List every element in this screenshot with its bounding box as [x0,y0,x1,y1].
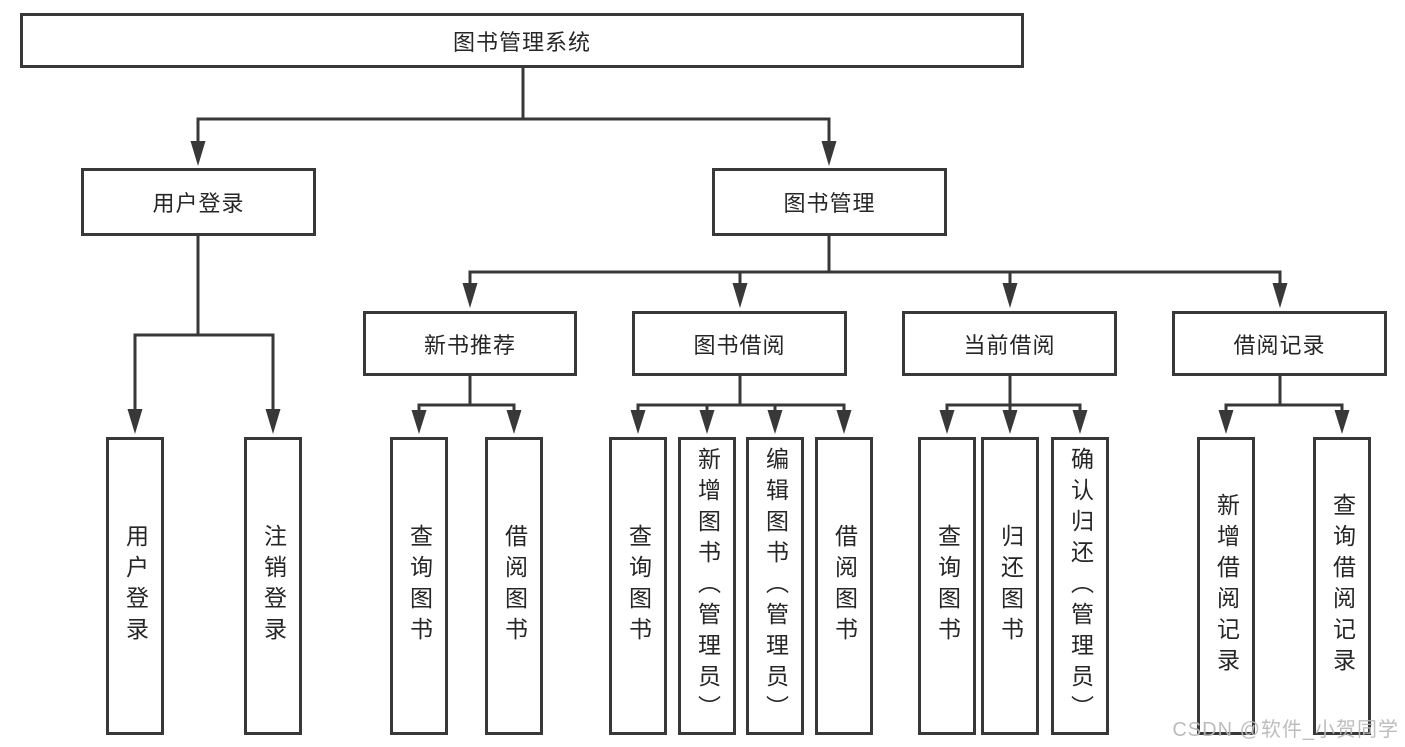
leaf-return-books: 归还图书 [981,437,1039,735]
node-module-new-book-recommend: 新书推荐 [363,311,577,376]
leaf-query-books-current: 查询图书 [918,437,976,735]
node-module-borrow-records: 借阅记录 [1172,311,1387,376]
node-module-current-borrow: 当前借阅 [902,311,1117,376]
leaf-add-books-admin: 新增图书（管理员） [678,437,736,735]
csdn-watermark: CSDN @软件_小贺同学 [1172,719,1399,741]
leaf-user-login: 用户登录 [106,437,164,735]
node-module-book-borrow: 图书借阅 [632,311,847,376]
leaf-borrow-books-recommend: 借阅图书 [485,437,543,735]
leaf-add-borrow-record: 新增借阅记录 [1197,437,1255,735]
leaf-query-books-borrow: 查询图书 [609,437,667,735]
leaf-query-books-recommend: 查询图书 [390,437,448,735]
leaf-logout: 注销登录 [244,437,302,735]
leaf-confirm-return-admin: 确认归还（管理员） [1051,437,1109,735]
node-user-login: 用户登录 [81,168,316,236]
node-book-management: 图书管理 [712,168,947,236]
leaf-borrow-books: 借阅图书 [815,437,873,735]
leaf-query-borrow-record: 查询借阅记录 [1313,437,1371,735]
leaf-edit-books-admin: 编辑图书（管理员） [746,437,804,735]
node-root-title: 图书管理系统 [20,13,1024,68]
